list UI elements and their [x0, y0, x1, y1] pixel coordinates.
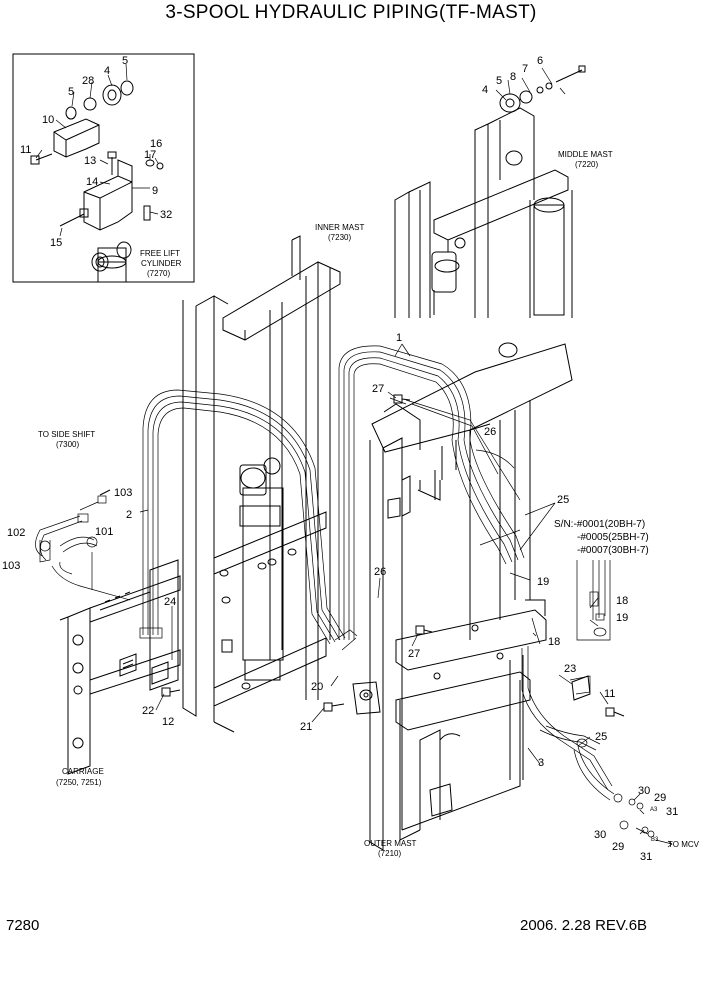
side-shift-label-2: (7300) [56, 440, 79, 449]
callout-19: 19 [616, 612, 628, 624]
free-lift-label-2: CYLINDER [141, 259, 182, 268]
callout-4: 4 [482, 84, 488, 96]
callout-11: 11 [604, 688, 615, 700]
leader-lines [35, 63, 645, 835]
inner-mast-label-2: (7230) [328, 233, 351, 242]
callout-32: 32 [160, 209, 172, 221]
middle-mast-label-1: MIDDLE MAST [558, 150, 613, 159]
callout-30: 30 [594, 829, 606, 841]
callout-5: 5 [122, 55, 128, 67]
outer-mast-label-2: (7210) [378, 849, 401, 858]
hose-bundle-2 [139, 389, 358, 651]
callout-18: 18 [616, 595, 628, 607]
free-lift-label-3: (7270) [147, 269, 170, 278]
port-label-b3: B3 [651, 837, 659, 843]
serial-note-1: S/N:-#0001(20BH-7) [554, 519, 645, 530]
part-callouts: 5 4 28 5 10 11 16 17 13 14 9 32 15 6 7 8… [2, 55, 678, 863]
diagram-title: 3-SPOOL HYDRAULIC PIPING(TF-MAST) [165, 2, 537, 23]
callout-102: 102 [7, 527, 25, 539]
callout-8: 8 [510, 71, 516, 83]
callout-13: 13 [84, 155, 96, 167]
callout-26: 26 [374, 566, 386, 578]
callout-7: 7 [522, 63, 528, 75]
callout-26: 26 [484, 426, 496, 438]
side-shift-hoses [35, 495, 131, 601]
callout-10: 10 [42, 114, 54, 126]
revision-date: 2006. 2.28 REV.6B [520, 917, 648, 934]
callout-9: 9 [152, 185, 158, 197]
to-mcv-label: TO MCV [668, 840, 700, 849]
detail-inset-frame [12, 53, 195, 283]
callout-1: 1 [396, 332, 402, 344]
carriage-label-2: (7250, 7251) [56, 778, 102, 787]
callout-20: 20 [311, 681, 323, 693]
pipe-assembly-3 [521, 617, 673, 848]
callout-101: 101 [95, 526, 113, 538]
callout-25: 25 [557, 494, 569, 506]
callout-30: 30 [638, 785, 650, 797]
side-shift-label-1: TO SIDE SHIFT [38, 430, 95, 439]
carriage-drawing [59, 559, 181, 775]
callout-14: 14 [86, 176, 98, 188]
callout-12: 12 [162, 716, 174, 728]
callout-16: 16 [150, 138, 162, 150]
inner-mast-drawing [182, 235, 341, 733]
free-lift-label-1: FREE LIFT [140, 249, 180, 258]
middle-mast-drawing [394, 65, 586, 318]
callout-103: 103 [114, 487, 132, 499]
callout-6: 6 [537, 55, 543, 67]
callout-103: 103 [2, 560, 20, 572]
page-number: 7280 [6, 917, 40, 934]
callout-5: 5 [496, 75, 502, 87]
callout-27: 27 [408, 648, 420, 660]
callout-2: 2 [126, 509, 132, 521]
callout-29: 29 [612, 841, 624, 853]
callout-27: 27 [372, 383, 384, 395]
serial-detail-inset [576, 560, 611, 641]
callout-23: 23 [564, 663, 576, 675]
callout-3: 3 [538, 757, 544, 769]
outer-mast-label-1: OUTER MAST [364, 839, 417, 848]
assembly-labels: FREE LIFT CYLINDER (7270) MIDDLE MAST (7… [38, 150, 700, 858]
callout-21: 21 [300, 721, 312, 733]
callout-4: 4 [104, 65, 110, 77]
port-label-a3: A3 [650, 807, 658, 813]
carriage-label-1: CARRIAGE [62, 767, 104, 776]
callout-11: 11 [20, 144, 31, 156]
callout-18: 18 [548, 636, 560, 648]
callout-15: 15 [50, 237, 62, 249]
callout-17: 17 [144, 149, 156, 161]
callout-19: 19 [537, 576, 549, 588]
callout-5: 5 [68, 86, 74, 98]
callout-22: 22 [142, 705, 154, 717]
inner-mast-label-1: INNER MAST [315, 223, 364, 232]
callout-31: 31 [640, 851, 652, 863]
hose-bundle-1 [338, 345, 525, 640]
outer-mast-drawing [352, 342, 573, 851]
serial-note-3: -#0007(30BH-7) [577, 545, 649, 556]
callout-29: 29 [654, 792, 666, 804]
callout-28: 28 [82, 75, 94, 87]
hardware-bolts [99, 394, 625, 717]
serial-note-2: -#0005(25BH-7) [577, 532, 649, 543]
free-lift-bracket-drawing [30, 80, 164, 282]
callout-31: 31 [666, 806, 678, 818]
middle-mast-label-2: (7220) [575, 160, 598, 169]
callout-24: 24 [164, 596, 176, 608]
callout-25: 25 [595, 731, 607, 743]
